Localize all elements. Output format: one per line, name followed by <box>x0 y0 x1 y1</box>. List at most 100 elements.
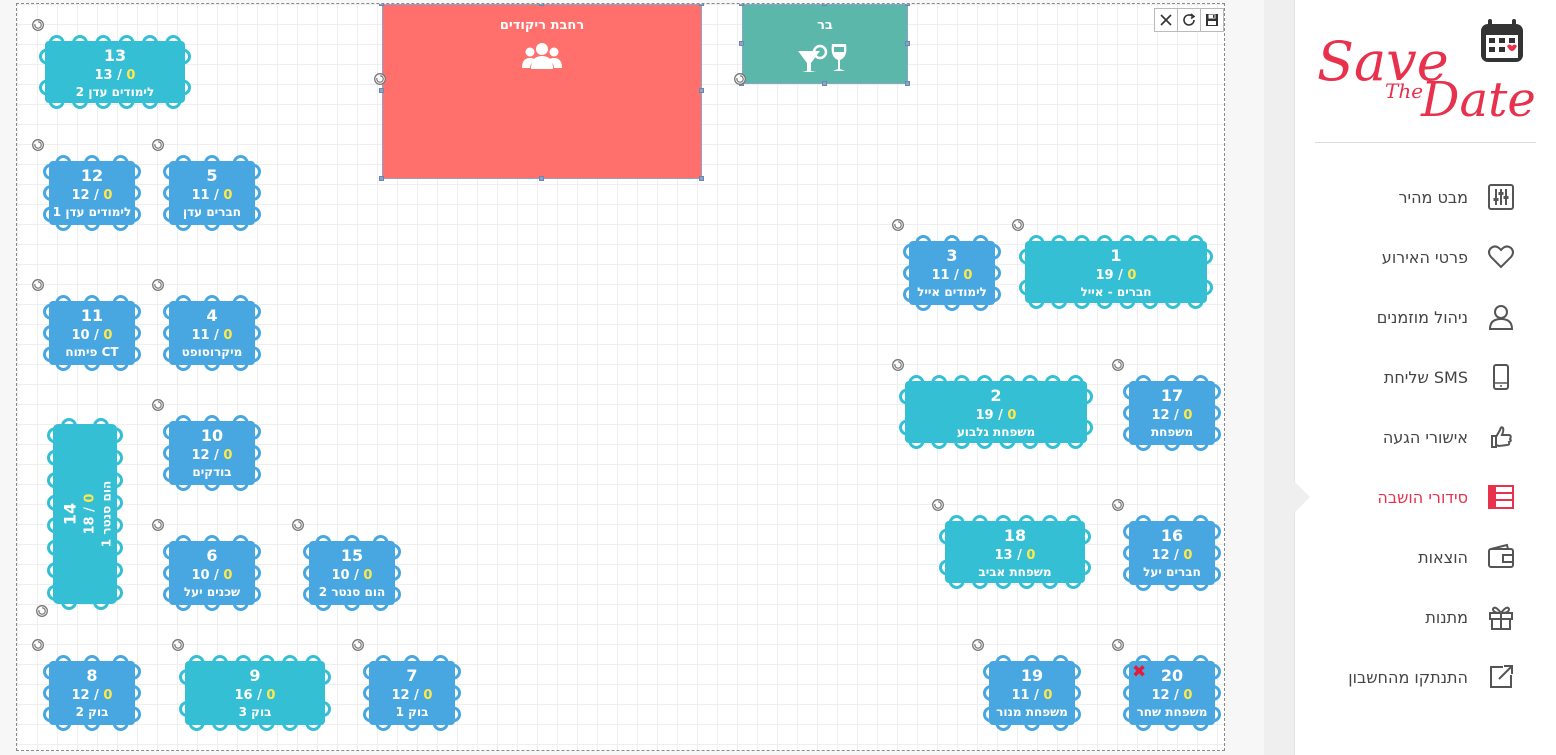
delete-icon[interactable]: ✖ <box>1132 662 1147 682</box>
rotate-icon[interactable] <box>171 638 185 652</box>
rotate-icon[interactable] <box>31 18 45 32</box>
rotate-icon[interactable] <box>1111 638 1125 652</box>
resize-handle[interactable] <box>699 88 704 93</box>
rotate-icon[interactable] <box>291 518 305 532</box>
seating-list-icon <box>1486 482 1516 512</box>
rotate-icon[interactable] <box>151 138 165 152</box>
table-number: 5 <box>206 166 218 185</box>
resize-handle[interactable] <box>539 176 544 181</box>
rotate-icon[interactable] <box>151 518 165 532</box>
refresh-button[interactable] <box>1177 8 1201 32</box>
table-occupied: 0 <box>1183 548 1193 563</box>
table-name: פיתוח CT <box>65 345 119 359</box>
menu-item-rsvp[interactable]: אישורי הגעה <box>1316 417 1516 457</box>
resize-handle[interactable] <box>379 176 384 181</box>
menu-item-label: אישורי הגעה <box>1382 427 1468 447</box>
menu-item-guests[interactable]: ניהול מוזמנים <box>1316 297 1516 337</box>
rotate-icon[interactable] <box>733 72 747 86</box>
resize-handle[interactable] <box>699 4 704 6</box>
rotate-icon[interactable] <box>31 278 45 292</box>
menu-item-dashboard[interactable]: מבט מהיר <box>1316 177 1516 217</box>
rotate-icon[interactable] <box>891 218 905 232</box>
resize-handle[interactable] <box>699 176 704 181</box>
resize-handle[interactable] <box>905 41 910 46</box>
table-occupied: 0 <box>126 68 136 83</box>
rotate-icon[interactable] <box>891 358 905 372</box>
resize-handle[interactable] <box>539 4 544 6</box>
table-capacity: 19 <box>975 408 994 423</box>
table-occupied: 0 <box>423 688 433 703</box>
table-occupied: 0 <box>82 493 98 503</box>
save-the-date-logo[interactable]: Save The Date <box>1313 18 1537 128</box>
resize-handle[interactable] <box>822 4 827 6</box>
menu-item-logout[interactable]: התנתקו מהחשבון <box>1316 657 1516 697</box>
rotate-icon[interactable] <box>1011 218 1025 232</box>
table-number: 20 <box>1160 666 1184 685</box>
dance-floor-title: רחבת ריקודים <box>499 18 585 33</box>
menu-item-seating[interactable]: סידורי הושבה <box>1316 477 1516 517</box>
resize-handle[interactable] <box>739 41 744 46</box>
active-indicator <box>1294 481 1310 513</box>
rotate-icon[interactable] <box>971 638 985 652</box>
resize-handle[interactable] <box>905 4 910 6</box>
rotate-icon[interactable] <box>931 498 945 512</box>
resize-handle[interactable] <box>739 4 744 6</box>
bar-area[interactable]: בר <box>742 4 908 84</box>
menu-item-gifts[interactable]: מתנות <box>1316 597 1516 637</box>
menu-item-label: שליחת SMS <box>1383 367 1468 387</box>
close-button[interactable] <box>1154 8 1178 32</box>
resize-handle[interactable] <box>822 81 827 86</box>
menu-item-expenses[interactable]: הוצאות <box>1316 537 1516 577</box>
rotate-icon[interactable] <box>373 72 387 86</box>
table-capacity: 12 <box>391 688 410 703</box>
rotate-icon[interactable] <box>151 278 165 292</box>
save-button[interactable] <box>1200 8 1224 32</box>
rotate-icon[interactable] <box>351 638 365 652</box>
dance-floor-area[interactable]: רחבת ריקודים <box>382 4 702 179</box>
rotate-icon[interactable] <box>151 398 165 412</box>
resize-handle[interactable] <box>379 88 384 93</box>
rotate-icon[interactable] <box>31 138 45 152</box>
rotate-icon[interactable] <box>35 604 49 618</box>
sidebar: Save The Date מבט מהיר פרטי האירוע <box>1294 0 1556 755</box>
resize-handle[interactable] <box>379 4 384 6</box>
rotate-icon[interactable] <box>1111 358 1125 372</box>
table-name: משפחת אביב <box>978 565 1052 579</box>
table-capacity: 13 <box>994 548 1013 563</box>
menu-item-label: מתנות <box>1425 607 1468 627</box>
sidebar-separator <box>1315 142 1536 143</box>
people-icon <box>383 41 701 71</box>
menu-item-event-details[interactable]: פרטי האירוע <box>1316 237 1516 277</box>
resize-handle[interactable] <box>905 81 910 86</box>
rotate-icon[interactable] <box>31 638 45 652</box>
seating-canvas[interactable]: רחבת ריקודים בר <box>16 3 1225 751</box>
rotate-icon[interactable] <box>1111 498 1125 512</box>
menu-item-sms[interactable]: שליחת SMS <box>1316 357 1516 397</box>
